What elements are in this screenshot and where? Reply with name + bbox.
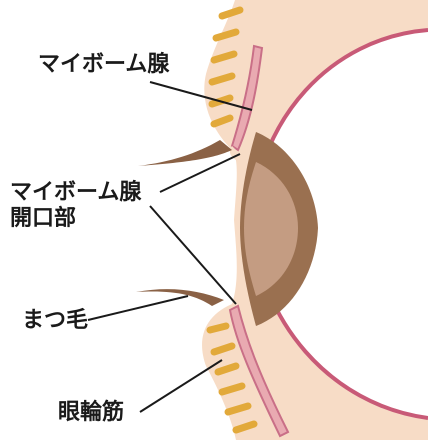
label-meibomian-gland: マイボーム腺 (38, 52, 169, 78)
label-gland-opening-line1: マイボーム腺 (10, 180, 141, 206)
label-gland-opening-line2: 開口部 (10, 206, 141, 232)
label-orbicularis-muscle: 眼輪筋 (58, 400, 124, 426)
leader-orbicularis (140, 360, 222, 412)
label-eyelashes: まつ毛 (22, 308, 88, 334)
upper-eyelash (138, 140, 232, 166)
label-gland-opening: マイボーム腺 開口部 (10, 180, 141, 232)
leader-eyelashes (88, 296, 188, 320)
